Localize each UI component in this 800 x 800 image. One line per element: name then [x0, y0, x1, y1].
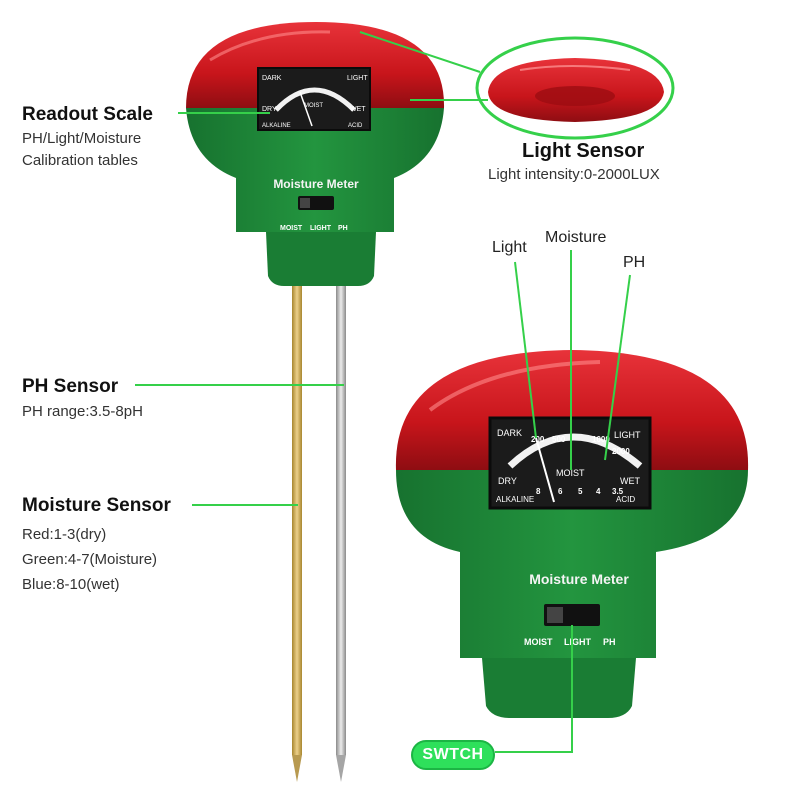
left-switch-light: LIGHT	[310, 225, 332, 232]
callout-moisture-label: Moisture	[545, 229, 607, 246]
ph-sensor-desc: PH range:3.5-8pH	[22, 403, 143, 420]
moisture-red-range: Red:1-3(dry)	[22, 526, 107, 543]
right-dial-alkaline: ALKALINE	[496, 495, 534, 504]
right-dial-dark: DARK	[497, 428, 522, 438]
dial-light-0: 200	[531, 435, 545, 444]
left-dial-alkaline: ALKALINE	[262, 123, 291, 129]
left-dial-window	[257, 67, 371, 131]
right-meter: DARK LIGHT DRY WET MOIST ALKALINE ACID 2…	[395, 350, 749, 718]
moisture-blue-range: Blue:8-10(wet)	[22, 576, 120, 593]
right-switch-ph: PH	[603, 637, 616, 647]
left-meter-neck	[266, 232, 376, 286]
switch-callout-label: SWTCH	[411, 740, 495, 770]
readout-scale-title: Readout Scale	[22, 104, 153, 125]
gold-probe-tip	[292, 755, 302, 782]
dial-ph-4: 4	[596, 487, 601, 496]
left-switch-moist: MOIST	[280, 225, 303, 232]
dial-light-1000: 1000	[592, 435, 610, 444]
light-dial-callout-line	[514, 261, 537, 439]
right-meter-neck	[482, 658, 636, 718]
moisture-sensor-title: Moisture Sensor	[22, 495, 171, 516]
left-dial-light: LIGHT	[347, 75, 368, 82]
dial-light-2000: 2000	[612, 447, 630, 456]
gold-probe	[292, 285, 302, 755]
left-dial-wet: WET	[350, 106, 366, 113]
right-dial-dry: DRY	[498, 476, 517, 486]
light-sensor-zoom	[475, 36, 675, 140]
right-dial-acid: ACID	[616, 495, 635, 504]
callout-light-label: Light	[492, 239, 527, 256]
readout-scale-desc-2: Calibration tables	[22, 152, 138, 169]
ph-dial-callout-line	[604, 274, 631, 461]
left-dial-acid: ACID	[348, 123, 363, 129]
ph-sensor-title: PH Sensor	[22, 376, 119, 397]
right-brand-label: Moisture Meter	[529, 571, 629, 587]
right-switch-light: LIGHT	[564, 637, 591, 647]
left-dial-dark: DARK	[262, 75, 282, 82]
right-switch-moist: MOIST	[524, 637, 553, 647]
right-dial-moist: MOIST	[556, 468, 585, 478]
light-sensor-desc: Light intensity:0-2000LUX	[488, 166, 660, 183]
left-dial-dry: DRY	[262, 106, 277, 113]
switch-callout-line	[495, 625, 573, 753]
dial-light-500: 500	[552, 435, 566, 444]
dial-ph-8: 8	[536, 487, 541, 496]
left-meter-body	[186, 108, 444, 232]
left-switch-ph: PH	[338, 225, 348, 232]
left-meter: DARK LIGHT DRY WET MOIST ALKALINE ACID M…	[186, 22, 445, 782]
readout-scale-desc-1: PH/Light/Moisture	[22, 130, 142, 147]
dial-ph-3-5: 3.5	[612, 487, 624, 496]
moisture-green-range: Green:4-7(Moisture)	[22, 551, 158, 568]
left-brand-label: Moisture Meter	[273, 177, 359, 191]
dial-ph-5: 5	[578, 487, 583, 496]
right-dial-needle	[535, 437, 555, 503]
callout-ph-label: PH	[623, 254, 646, 271]
silver-probe-tip	[336, 755, 346, 782]
right-meter-body	[396, 470, 748, 658]
light-sensor-title: Light Sensor	[522, 140, 645, 162]
left-dial-moist: MOIST	[304, 103, 323, 109]
callout-lines	[135, 31, 631, 753]
light-callout-line-top	[359, 31, 481, 73]
right-dial-light: LIGHT	[614, 430, 641, 440]
silver-probe	[336, 285, 346, 755]
dial-ph-6: 6	[558, 487, 563, 496]
right-dial-wet: WET	[620, 476, 640, 486]
